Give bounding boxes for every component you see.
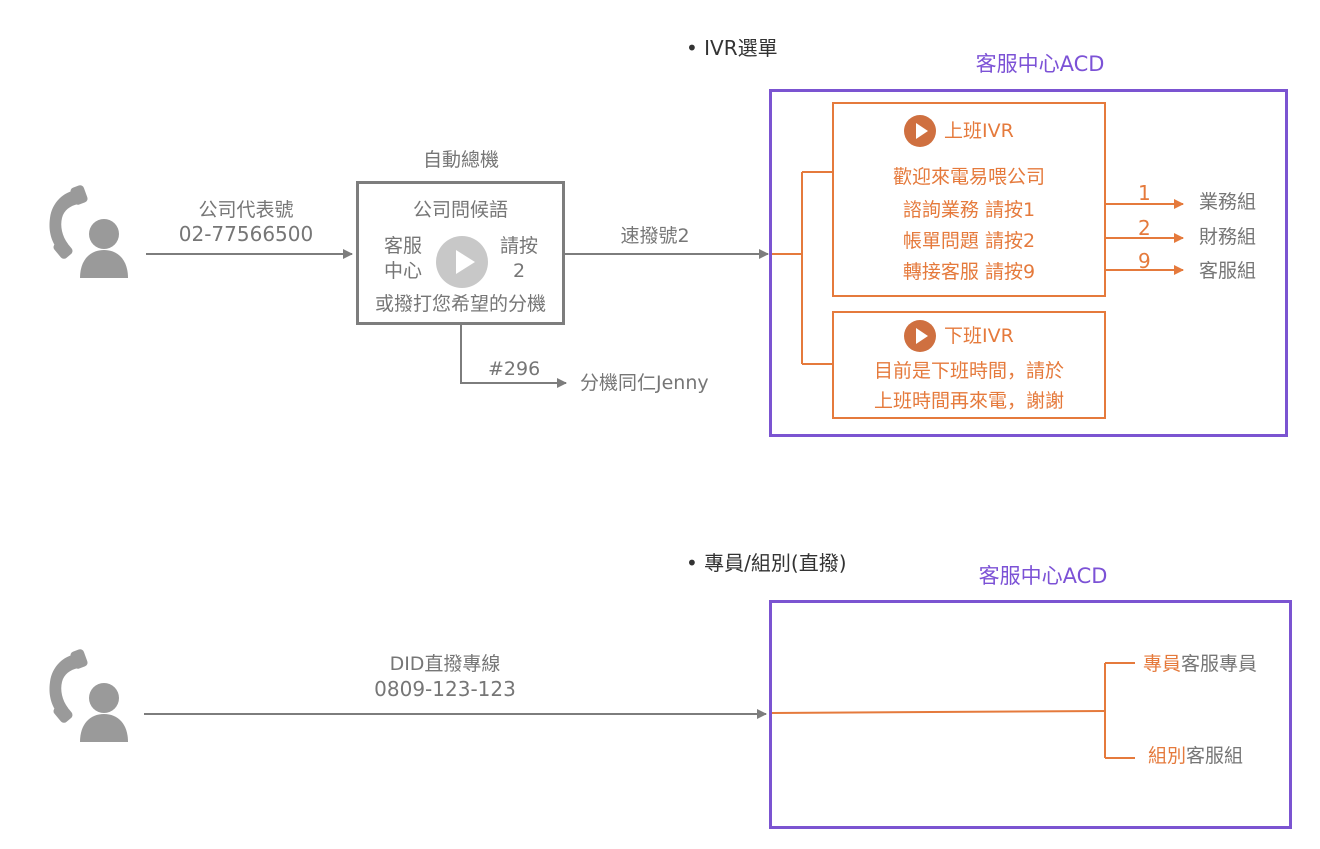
route-group-1: 業務組 <box>1199 191 1257 213</box>
direct-target-agent: 專員客服專員 <box>1143 652 1257 676</box>
greeting-label: 公司問候語 <box>412 199 508 221</box>
caller-phone-icon <box>49 185 128 278</box>
speed-dial-label: 速撥號2 <box>620 225 690 247</box>
auto-attendant-box: 公司問候語 客服 中心 請按 2 或撥打您希望的分機 <box>356 181 565 325</box>
play-icon[interactable] <box>904 115 936 147</box>
acd-box-ivr <box>769 89 1288 437</box>
play-icon[interactable] <box>904 320 936 352</box>
attendant-left-line1: 客服 <box>383 235 422 257</box>
attendant-footer: 或撥打您希望的分機 <box>374 293 546 315</box>
direct-entry-line <box>771 710 1106 714</box>
route-group-2: 財務組 <box>1199 226 1257 248</box>
direct-target-group-highlight: 組別 <box>1148 745 1187 767</box>
auto-attendant-title: 自動總機 <box>422 149 499 171</box>
extension-code: #296 <box>488 358 541 380</box>
extension-target: 分機同仁Jenny <box>580 372 709 394</box>
acd-box-direct <box>769 600 1292 829</box>
work-ivr-line-1: 歡迎來電易喂公司 <box>892 166 1045 188</box>
extension-arrow <box>460 325 567 388</box>
off-ivr-box: 下班IVR 目前是下班時間，請於 上班時間再來電，謝謝 <box>832 311 1106 419</box>
direct-target-group-rest: 客服組 <box>1186 745 1244 767</box>
route-key-9: 9 <box>1138 249 1151 273</box>
ivr-section-bullet: • IVR選單 <box>686 36 778 60</box>
direct-section-bullet: • 專員/組別(直撥) <box>686 551 847 575</box>
ivr-caller-label: 公司代表號 <box>198 199 294 221</box>
did-number: 0809-123-123 <box>374 677 516 701</box>
off-ivr-line-2: 上班時間再來電，謝謝 <box>873 390 1064 412</box>
route-group-9: 客服組 <box>1199 260 1257 282</box>
attendant-right-line2: 2 <box>512 260 526 282</box>
acd-title-ivr: 客服中心ACD <box>975 52 1105 76</box>
work-ivr-title: 上班IVR <box>944 120 1014 142</box>
ivr-caller-number: 02-77566500 <box>178 222 314 246</box>
caller-phone-icon <box>49 649 128 742</box>
direct-target-group: 組別客服組 <box>1148 744 1243 768</box>
work-ivr-line-2: 諮詢業務 請按1 <box>902 199 1036 221</box>
route-key-2: 2 <box>1138 216 1151 240</box>
direct-target-agent-rest: 客服專員 <box>1181 653 1258 675</box>
off-ivr-title: 下班IVR <box>944 325 1014 347</box>
attendant-left-line2: 中心 <box>383 260 422 282</box>
route-key-1: 1 <box>1138 181 1151 205</box>
did-label: DID直撥專線 <box>389 653 501 675</box>
work-ivr-box: 上班IVR 歡迎來電易喂公司 諮詢業務 請按1 帳單問題 請按2 轉接客服 請按… <box>832 102 1106 297</box>
work-ivr-line-4: 轉接客服 請按9 <box>902 261 1036 283</box>
direct-target-agent-highlight: 專員 <box>1143 653 1182 675</box>
play-icon[interactable] <box>436 236 488 288</box>
off-ivr-line-1: 目前是下班時間，請於 <box>873 360 1064 382</box>
work-ivr-line-3: 帳單問題 請按2 <box>902 230 1036 252</box>
acd-title-direct: 客服中心ACD <box>978 564 1108 588</box>
attendant-right-line1: 請按 <box>499 235 538 257</box>
